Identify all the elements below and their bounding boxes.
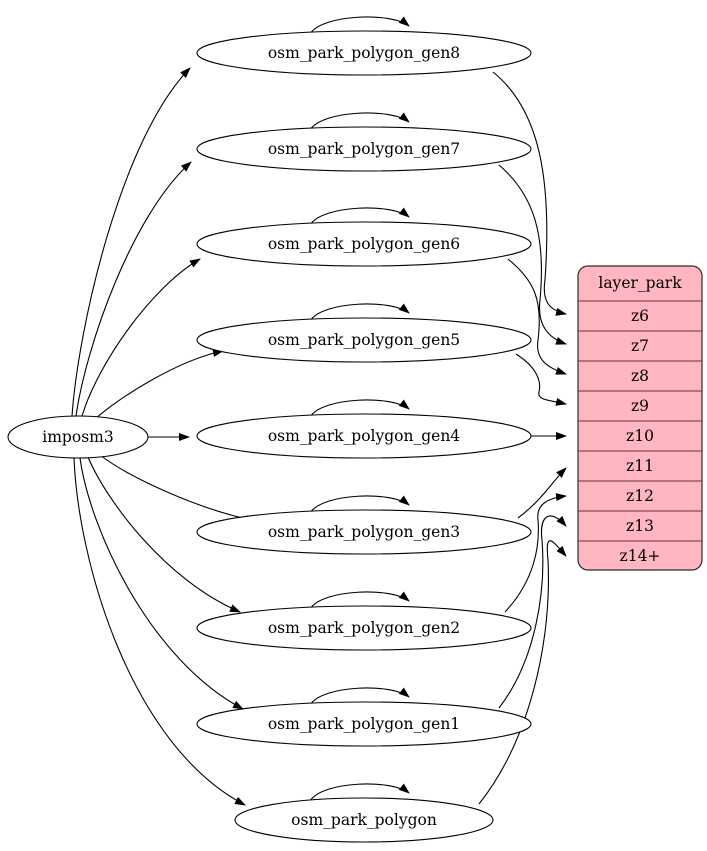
edges-tables-to-layer xyxy=(478,71,567,805)
node-ellipse[interactable] xyxy=(234,797,494,843)
node-ellipse[interactable] xyxy=(196,30,532,76)
node-osm-park-polygon-gen3[interactable]: osm_park_polygon_gen3 xyxy=(196,509,532,555)
imposm3-label: imposm3 xyxy=(42,428,113,446)
zoom-row-z9[interactable]: z9 xyxy=(631,397,649,415)
node-ellipse[interactable] xyxy=(196,126,532,172)
node-ellipse[interactable] xyxy=(196,509,532,555)
node-osm-park-polygon-gen7[interactable]: osm_park_polygon_gen7 xyxy=(196,126,532,172)
imposm3-ellipse[interactable] xyxy=(7,415,149,459)
zoom-row-z6[interactable]: z6 xyxy=(631,307,649,325)
zoom-row-z7[interactable]: z7 xyxy=(631,337,649,355)
node-ellipse[interactable] xyxy=(196,701,532,747)
node-label: osm_park_polygon_gen8 xyxy=(268,44,460,62)
node-ellipse[interactable] xyxy=(196,413,532,459)
node-label: osm_park_polygon_gen3 xyxy=(268,523,460,541)
zoom-row-z8[interactable]: z8 xyxy=(631,367,649,385)
node-osm-park-polygon[interactable]: osm_park_polygon xyxy=(234,797,494,843)
node-label: osm_park_polygon_gen7 xyxy=(268,140,460,158)
zoom-row-z14plus[interactable]: z14+ xyxy=(620,547,661,565)
node-osm-park-polygon-gen2[interactable]: osm_park_polygon_gen2 xyxy=(196,605,532,651)
zoom-row-z11[interactable]: z11 xyxy=(626,457,654,475)
node-imposm3[interactable]: imposm3 xyxy=(7,415,149,459)
node-ellipse[interactable] xyxy=(196,221,532,267)
zoom-row-z12[interactable]: z12 xyxy=(626,487,654,505)
node-ellipse[interactable] xyxy=(196,605,532,651)
zoom-row-z10[interactable]: z10 xyxy=(626,427,654,445)
node-ellipse[interactable] xyxy=(196,317,532,363)
edges-imposm3-to-tables xyxy=(71,67,257,806)
node-osm-park-polygon-gen6[interactable]: osm_park_polygon_gen6 xyxy=(196,221,532,267)
layer-park-header: layer_park xyxy=(598,274,682,292)
node-label: osm_park_polygon_gen1 xyxy=(268,715,460,733)
self-loop-edges xyxy=(309,16,410,802)
node-layer-park[interactable]: layer_park z6 z7 z8 z9 z10 z11 z12 z13 z… xyxy=(577,265,703,571)
node-label: osm_park_polygon_gen4 xyxy=(268,427,460,445)
node-label: osm_park_polygon_gen2 xyxy=(268,619,460,637)
node-label: osm_park_polygon_gen5 xyxy=(268,331,460,349)
node-label: osm_park_polygon_gen6 xyxy=(268,235,460,253)
node-label: osm_park_polygon xyxy=(291,811,437,829)
node-osm-park-polygon-gen4[interactable]: osm_park_polygon_gen4 xyxy=(196,413,532,459)
table-node-group: osm_park_polygon_gen8 osm_park_polygon_g… xyxy=(196,30,532,843)
zoom-row-z13[interactable]: z13 xyxy=(626,517,654,535)
node-osm-park-polygon-gen1[interactable]: osm_park_polygon_gen1 xyxy=(196,701,532,747)
layer-park-box[interactable] xyxy=(577,265,703,571)
node-osm-park-polygon-gen8[interactable]: osm_park_polygon_gen8 xyxy=(196,30,532,76)
node-osm-park-polygon-gen5[interactable]: osm_park_polygon_gen5 xyxy=(196,317,532,363)
